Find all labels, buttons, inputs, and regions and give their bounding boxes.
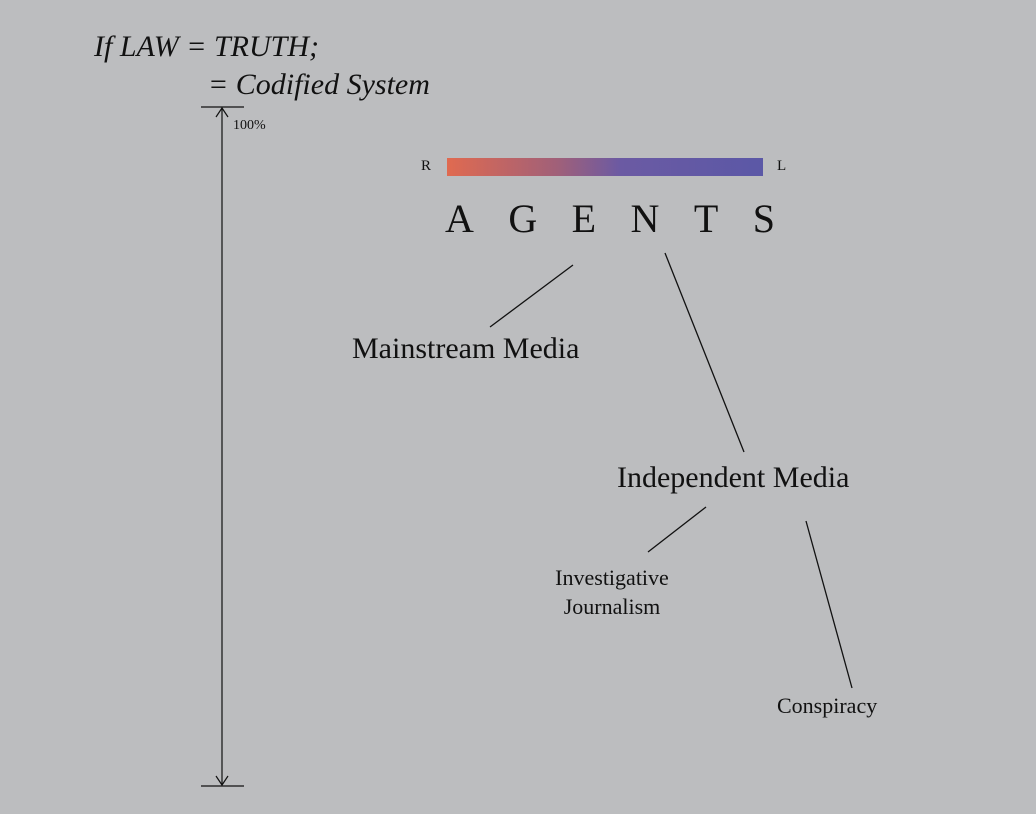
spectrum-left-label: R (421, 158, 432, 174)
investigative-line-1: Investigative (555, 565, 669, 590)
scale-top-arrowhead (215, 106, 229, 118)
political-spectrum-bar (447, 158, 763, 176)
connector-independent-investigative (647, 506, 707, 553)
connector-agents-mainstream (489, 264, 574, 328)
title-line-2: = Codified System (208, 68, 430, 101)
agents-letter: N (630, 196, 660, 241)
connector-agents-independent (664, 252, 745, 453)
scale-bottom-arrowhead (215, 775, 229, 787)
mainstream-media-node: Mainstream Media (352, 332, 580, 365)
agents-letter: E (571, 196, 597, 241)
investigative-line-2: Journalism (563, 593, 661, 619)
agents-letter: T (693, 196, 719, 241)
conspiracy-node: Conspiracy (777, 693, 878, 718)
scale-top-label: 100% (233, 118, 266, 133)
connector-independent-conspiracy (805, 520, 853, 689)
agents-heading: A G E N T S (445, 195, 775, 242)
independent-media-node: Independent Media (617, 461, 850, 494)
agents-letter: S (752, 196, 775, 241)
agents-letter: A (445, 196, 474, 241)
spectrum-right-label: L (777, 158, 787, 174)
agents-letter: G (508, 196, 538, 241)
title-line-1: If LAW = TRUTH; (94, 30, 319, 63)
investigative-journalism-node: Investigative Journalism (540, 564, 684, 621)
